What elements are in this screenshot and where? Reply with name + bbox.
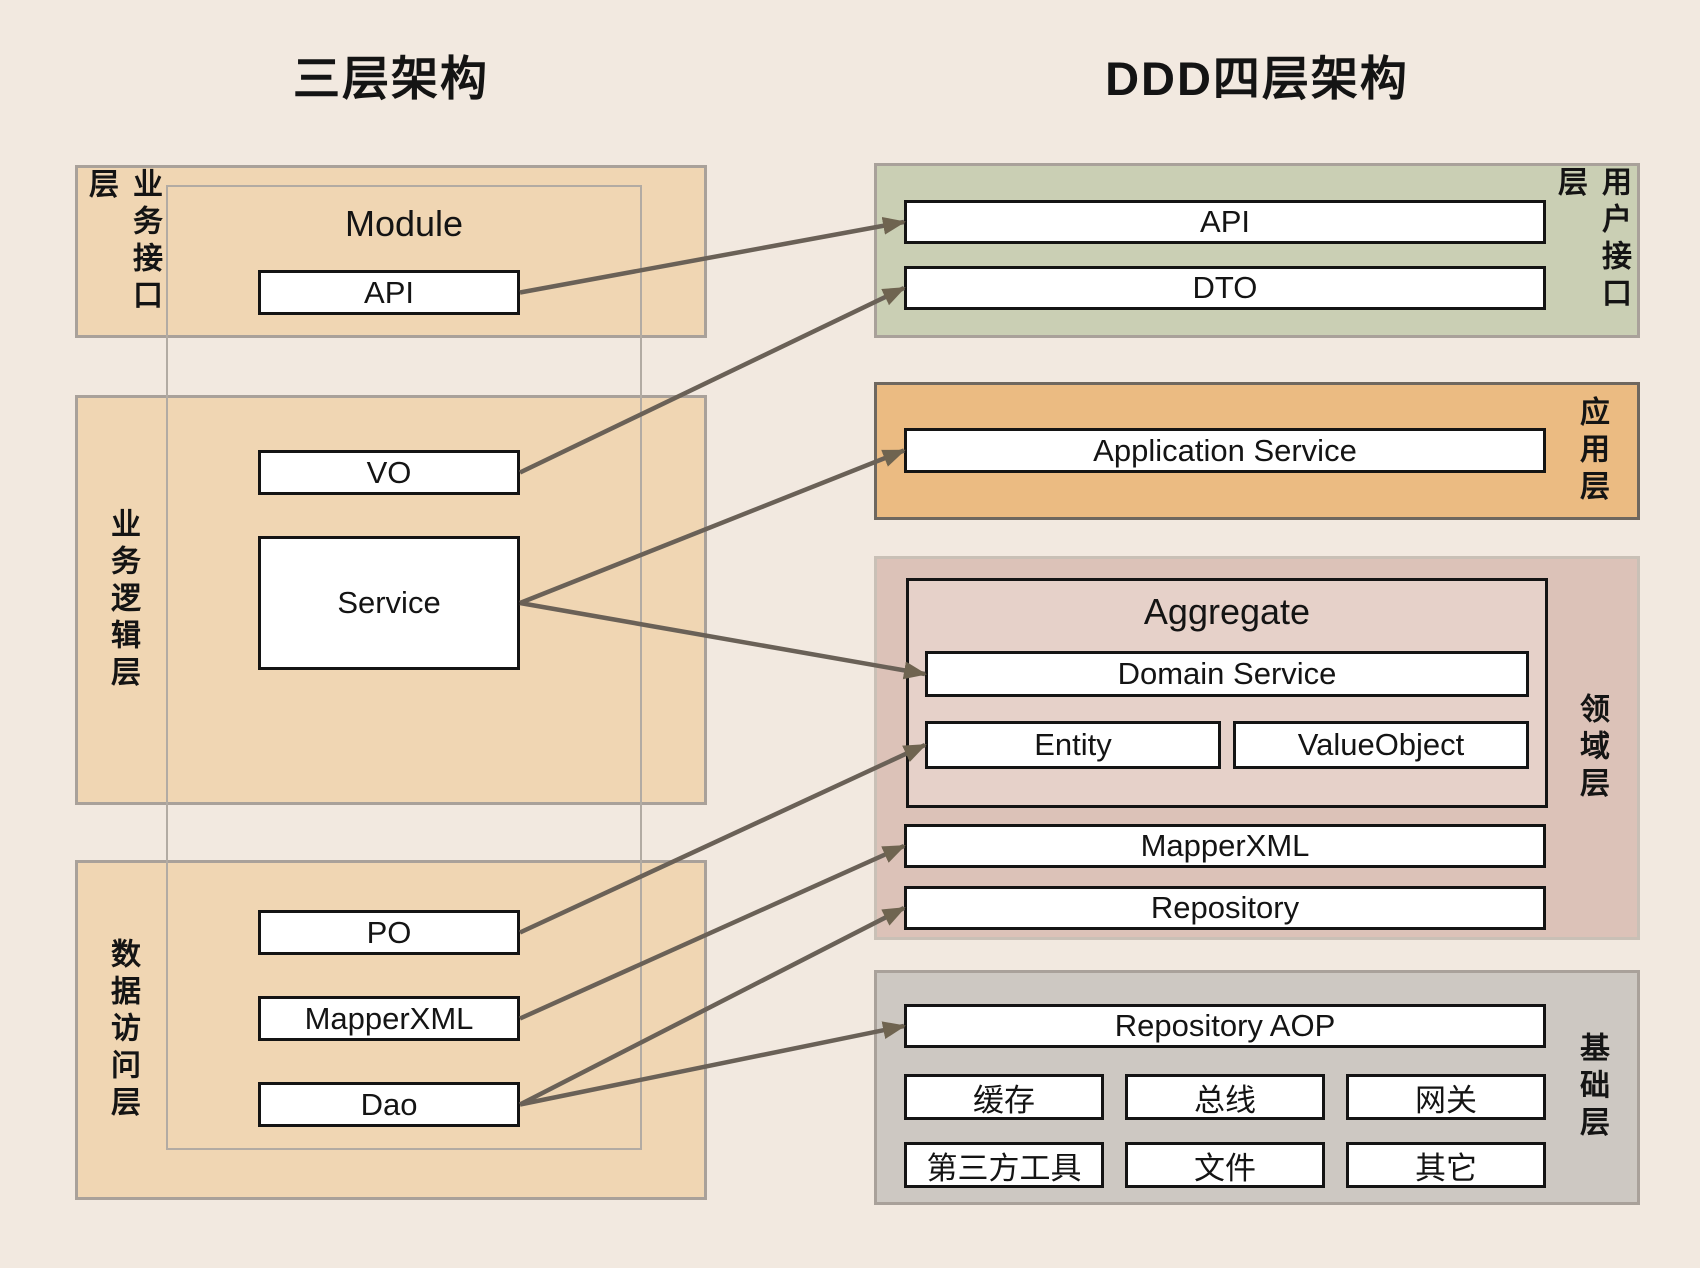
infra-cache-box: 缓存 (904, 1074, 1104, 1120)
right-valueobject-box: ValueObject (1233, 721, 1529, 769)
right-mapperxml-box: MapperXML (904, 824, 1546, 868)
left-diagram-title: 三层架构 (293, 51, 489, 105)
right-repository-aop-box: Repository AOP (904, 1004, 1546, 1048)
layer-domain-label: 领域层 (1575, 692, 1608, 804)
right-api-box: API (904, 200, 1546, 244)
layer-user-interface: 用户接口层 (874, 163, 1640, 338)
right-diagram-title: DDD四层架构 (1105, 51, 1409, 105)
layer-business-interface-label: 业务接口层 (84, 168, 161, 316)
layer-application-label: 应用层 (1575, 395, 1608, 507)
layer-infrastructure-label: 基础层 (1575, 1032, 1608, 1143)
infra-other-box: 其它 (1346, 1142, 1546, 1188)
right-application-service-box: Application Service (904, 428, 1546, 473)
aggregate-container: Aggregate Domain Service Entity ValueObj… (906, 578, 1548, 808)
right-domain-service-box: Domain Service (925, 651, 1529, 697)
left-mapperxml-box: MapperXML (258, 996, 520, 1041)
infra-thirdparty-box: 第三方工具 (904, 1142, 1104, 1188)
module-label: Module (344, 203, 464, 244)
infra-gateway-box: 网关 (1346, 1074, 1546, 1120)
left-api-box: API (258, 270, 520, 315)
infra-bus-box: 总线 (1125, 1074, 1325, 1120)
layer-user-interface-label: 用户接口层 (1553, 166, 1630, 314)
right-repository-box: Repository (904, 886, 1546, 930)
left-po-box: PO (258, 910, 520, 955)
left-dao-box: Dao (258, 1082, 520, 1127)
left-service-box: Service (258, 536, 520, 670)
aggregate-label: Aggregate (1143, 591, 1311, 632)
layer-business-logic-label: 业务逻辑层 (106, 507, 139, 693)
right-entity-box: Entity (925, 721, 1221, 769)
right-dto-box: DTO (904, 266, 1546, 310)
left-vo-box: VO (258, 450, 520, 495)
layer-data-access-label: 数据访问层 (106, 937, 139, 1123)
infra-file-box: 文件 (1125, 1142, 1325, 1188)
